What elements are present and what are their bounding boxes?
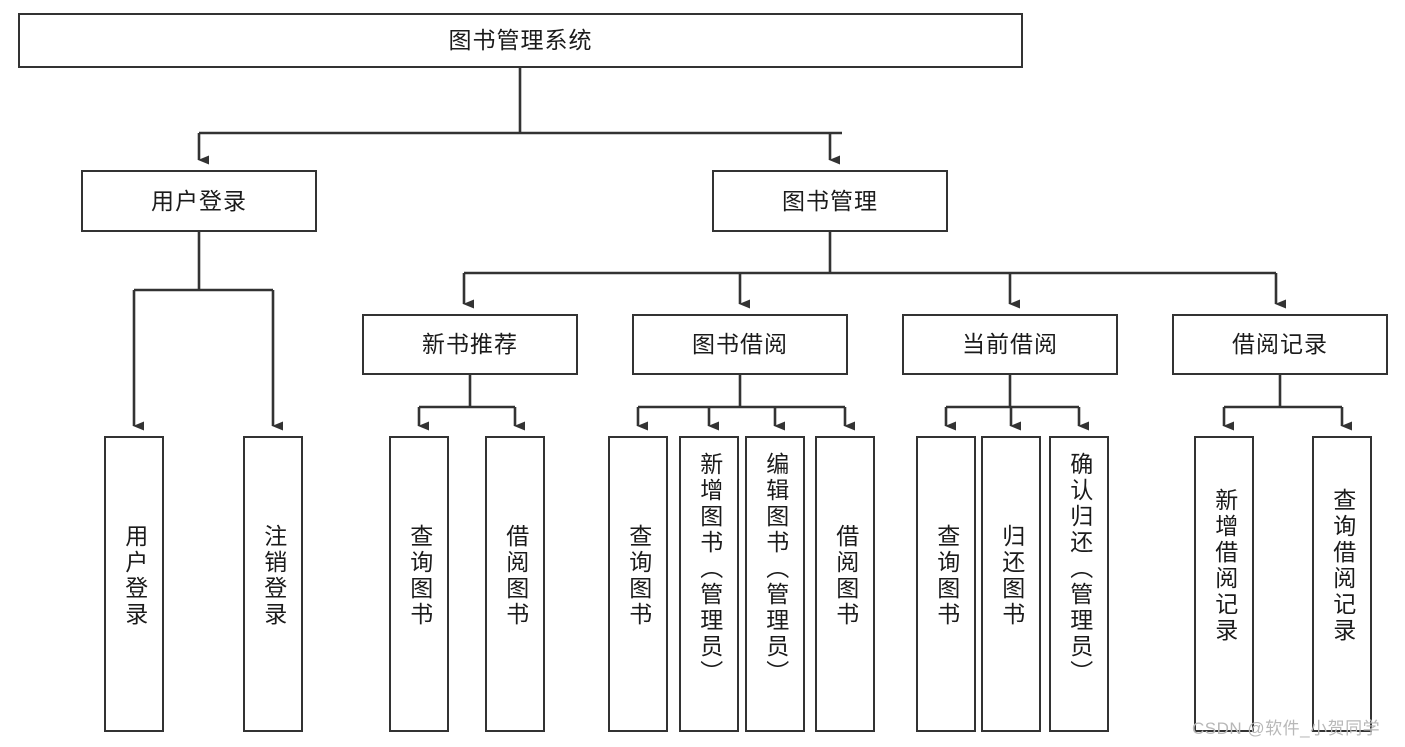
node-leaf-add-record[interactable]: 新增借阅记录 <box>1194 436 1254 732</box>
node-book-manage-label: 图书管理 <box>782 187 878 214</box>
node-leaf-query-book-1-label: 查询图书 <box>406 524 433 628</box>
node-current-borrow[interactable]: 当前借阅 <box>902 314 1118 375</box>
watermark-text: CSDN @软件_小贺同学 <box>1192 719 1381 738</box>
node-leaf-return-book-label: 归还图书 <box>998 524 1025 628</box>
node-user-login[interactable]: 用户登录 <box>81 170 317 232</box>
node-leaf-borrow-book-1[interactable]: 借阅图书 <box>485 436 545 732</box>
node-leaf-return-book[interactable]: 归还图书 <box>981 436 1041 732</box>
node-leaf-edit-book[interactable]: 编辑图书（管理员） <box>745 436 805 732</box>
node-leaf-borrow-book-1-label: 借阅图书 <box>502 524 529 628</box>
node-leaf-query-record-label: 查询借阅记录 <box>1329 488 1356 644</box>
node-book-borrow[interactable]: 图书借阅 <box>632 314 848 375</box>
node-book-manage[interactable]: 图书管理 <box>712 170 948 232</box>
node-new-book-recommend-label: 新书推荐 <box>422 331 518 358</box>
node-leaf-query-book-2[interactable]: 查询图书 <box>608 436 668 732</box>
node-current-borrow-label: 当前借阅 <box>962 331 1058 358</box>
node-leaf-add-book-label: 新增图书（管理员） <box>696 452 723 686</box>
node-borrow-record-label: 借阅记录 <box>1232 331 1328 358</box>
node-leaf-logout[interactable]: 注销登录 <box>243 436 303 732</box>
node-leaf-edit-book-label: 编辑图书（管理员） <box>762 452 789 686</box>
node-user-login-label: 用户登录 <box>151 187 247 214</box>
node-leaf-borrow-book-2-label: 借阅图书 <box>832 524 859 628</box>
node-leaf-user-login-label: 用户登录 <box>121 524 148 628</box>
node-new-book-recommend[interactable]: 新书推荐 <box>362 314 578 375</box>
node-leaf-logout-label: 注销登录 <box>260 524 287 628</box>
node-leaf-borrow-book-2[interactable]: 借阅图书 <box>815 436 875 732</box>
node-leaf-add-record-label: 新增借阅记录 <box>1211 488 1238 644</box>
node-leaf-query-book-1[interactable]: 查询图书 <box>389 436 449 732</box>
node-root-label: 图书管理系统 <box>448 27 593 54</box>
node-leaf-confirm-return-label: 确认归还（管理员） <box>1066 452 1093 686</box>
node-leaf-user-login[interactable]: 用户登录 <box>104 436 164 732</box>
node-leaf-add-book[interactable]: 新增图书（管理员） <box>679 436 739 732</box>
node-leaf-query-book-3[interactable]: 查询图书 <box>916 436 976 732</box>
node-leaf-query-record[interactable]: 查询借阅记录 <box>1312 436 1372 732</box>
node-root[interactable]: 图书管理系统 <box>18 13 1023 68</box>
node-book-borrow-label: 图书借阅 <box>692 331 788 358</box>
node-leaf-confirm-return[interactable]: 确认归还（管理员） <box>1049 436 1109 732</box>
node-leaf-query-book-2-label: 查询图书 <box>625 524 652 628</box>
node-leaf-query-book-3-label: 查询图书 <box>933 524 960 628</box>
node-borrow-record[interactable]: 借阅记录 <box>1172 314 1388 375</box>
